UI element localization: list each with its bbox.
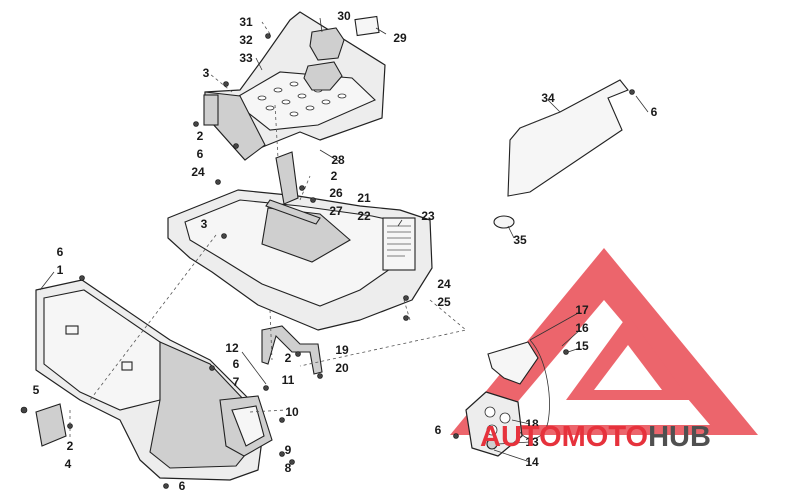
- callout-13: 13: [525, 435, 539, 449]
- watermark-text: AUTOMOTOHUB: [480, 421, 711, 453]
- callout-3: 3: [201, 217, 208, 231]
- callout-8: 8: [285, 461, 292, 475]
- logo-triangle-core: [594, 345, 662, 390]
- callout-14: 14: [525, 455, 539, 469]
- callout-33: 33: [239, 51, 253, 65]
- callout-20: 20: [335, 361, 349, 375]
- callout-6: 6: [57, 245, 64, 259]
- cup-holder-lower: [303, 61, 343, 91]
- cover-4: [35, 403, 67, 447]
- callout-4: 4: [65, 457, 72, 471]
- bracket-left: [203, 94, 219, 126]
- ring-35: [493, 215, 515, 229]
- decal-23-lines: [387, 225, 411, 257]
- callout-31: 31: [239, 15, 253, 29]
- watermark-logo: [450, 248, 758, 435]
- callout-6: 6: [197, 147, 204, 161]
- callout-5: 5: [33, 383, 40, 397]
- shroud-17: [487, 341, 539, 385]
- callout-17: 17: [575, 303, 589, 317]
- leader-lines: [39, 17, 649, 463]
- callout-26: 26: [329, 186, 343, 200]
- callout-28: 28: [331, 153, 345, 167]
- callout-32: 32: [239, 33, 253, 47]
- decal-29: [354, 15, 380, 37]
- callout-27: 27: [329, 204, 343, 218]
- callout-6: 6: [651, 105, 658, 119]
- callout-6: 6: [179, 479, 186, 493]
- tray-holes: [257, 81, 347, 117]
- upper-tray-deck: [231, 71, 376, 131]
- callout-3: 3: [203, 66, 210, 80]
- callout-2: 2: [285, 351, 292, 365]
- grommet-13: [486, 438, 498, 450]
- callout-2: 2: [197, 129, 204, 143]
- front-panel-face: [43, 289, 161, 411]
- callout-22: 22: [357, 209, 371, 223]
- callout-34: 34: [541, 91, 555, 105]
- callout-16: 16: [575, 321, 589, 335]
- callout-12: 12: [225, 341, 239, 355]
- callout-18: 18: [525, 417, 539, 431]
- callout-2: 2: [331, 169, 338, 183]
- callout-9: 9: [285, 443, 292, 457]
- watermark-part-moto: MOTO: [562, 421, 648, 453]
- callout-19: 19: [335, 343, 349, 357]
- callout-25: 25: [437, 295, 451, 309]
- cup-holder: [309, 27, 345, 61]
- harness-16: [519, 339, 550, 440]
- callout-24: 24: [191, 165, 205, 179]
- gauge-bracket: [465, 391, 523, 457]
- callout-7: 7: [233, 375, 240, 389]
- watermark-part-hub: HUB: [648, 421, 711, 453]
- bracket-19: [261, 325, 323, 375]
- callout-1: 1: [57, 263, 64, 277]
- callout-23: 23: [421, 209, 435, 223]
- callout-11: 11: [282, 373, 295, 387]
- callout-2: 2: [67, 439, 74, 453]
- panel-slot-2: [121, 361, 133, 371]
- callout-6: 6: [435, 423, 442, 437]
- strap-27: [265, 199, 321, 225]
- callout-21: 21: [357, 191, 371, 205]
- support-28: [275, 151, 299, 205]
- front-panel-assembly: [35, 279, 323, 481]
- floor-pan-recess: [261, 207, 351, 263]
- callout-30: 30: [337, 9, 351, 23]
- watermark-part-auto: AUTO: [480, 421, 562, 453]
- callout-24: 24: [437, 277, 451, 291]
- upper-tray-assembly: [203, 11, 386, 161]
- callout-10: 10: [285, 405, 299, 419]
- fasteners: [20, 33, 635, 489]
- floor-pan-assembly: [167, 151, 433, 331]
- watermark-auto: AUTOMOTOHUB: [480, 421, 711, 453]
- callout-35: 35: [513, 233, 527, 247]
- callout-6: 6: [233, 357, 240, 371]
- gauge-bracket-assembly: [465, 339, 550, 457]
- panel-slot-1: [65, 325, 79, 335]
- panel-34: [507, 79, 629, 197]
- callout-15: 15: [575, 339, 589, 353]
- side-panel-34: [493, 79, 629, 229]
- vent-7-grille: [231, 405, 265, 447]
- callout-29: 29: [393, 31, 407, 45]
